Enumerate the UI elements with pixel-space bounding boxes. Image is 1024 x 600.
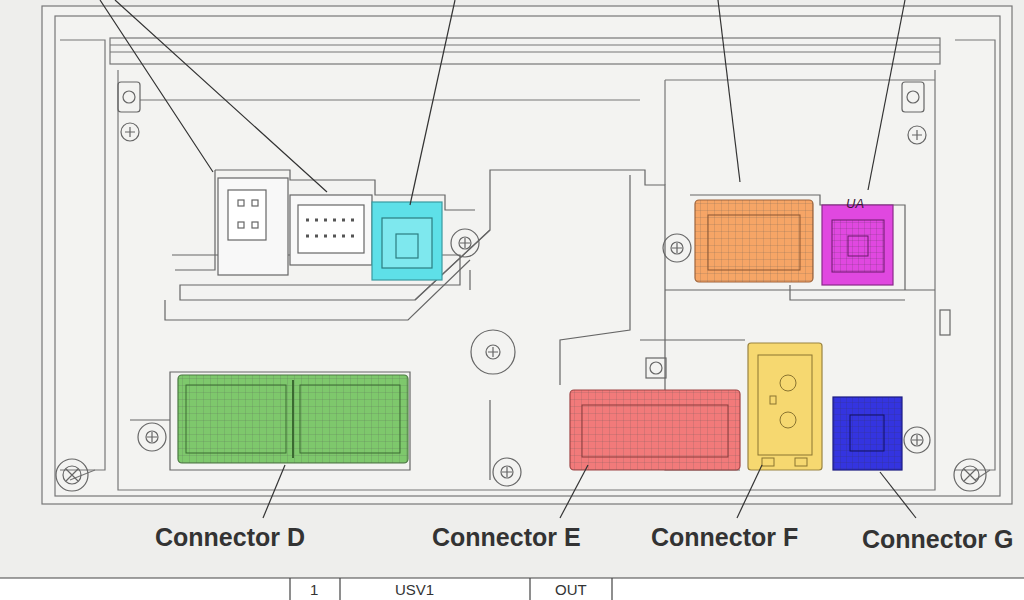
table-cell: OUT bbox=[555, 581, 587, 598]
table-cell: 1 bbox=[310, 581, 318, 598]
table-cell: USV1 bbox=[395, 581, 434, 598]
connector-name: Connector F bbox=[651, 523, 798, 552]
connector-tag: UA bbox=[846, 196, 864, 211]
connector-name: Connector G bbox=[862, 525, 1013, 554]
connector-name: Connector E bbox=[432, 523, 581, 552]
connector-name: Connector D bbox=[155, 523, 305, 552]
